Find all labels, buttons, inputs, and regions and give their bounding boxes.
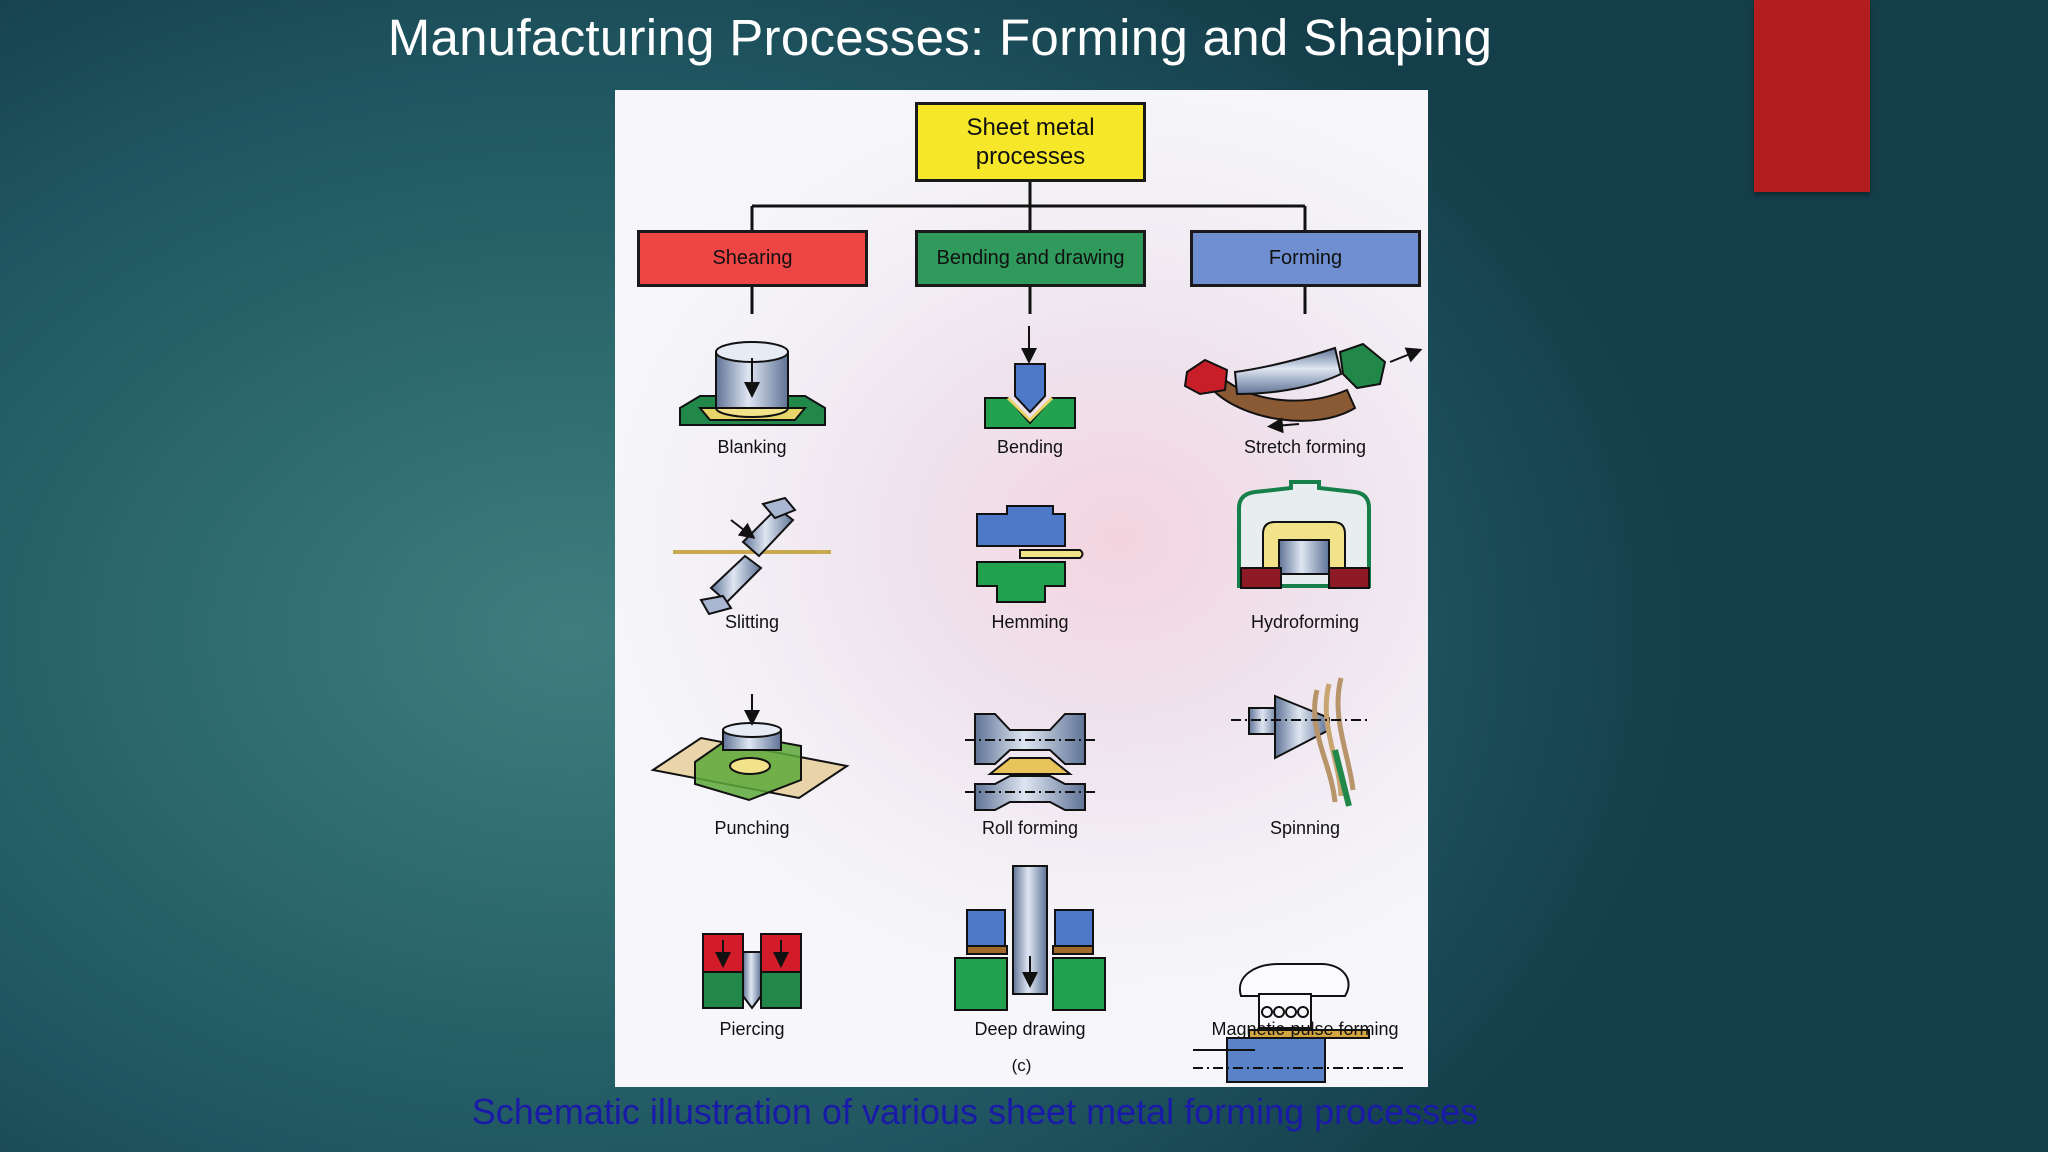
root-node-box: Sheet metal processes <box>915 102 1146 182</box>
magnetic-pulse-forming-illustration <box>1193 963 1405 1083</box>
process-label-piercing: Piercing <box>719 1019 785 1039</box>
process-label-hemming: Hemming <box>991 612 1069 632</box>
category-bending-drawing-box: Bending and drawing <box>915 230 1146 287</box>
slide-caption: Schematic illustration of various sheet … <box>471 1091 1479 1132</box>
hemming-illustration <box>976 505 1084 603</box>
figure-label: (c) <box>1011 1056 1032 1075</box>
slitting-illustration <box>673 496 831 616</box>
spinning-illustration <box>1231 677 1371 807</box>
roll-forming-illustration <box>965 713 1095 811</box>
process-label-roll-forming: Roll forming <box>981 818 1079 838</box>
punching-illustration <box>650 694 850 802</box>
process-label-bending: Bending <box>996 437 1064 457</box>
diagram-graphics <box>650 182 1423 1083</box>
bending-illustration <box>984 326 1076 429</box>
stretch-forming-illustration <box>1183 342 1423 434</box>
tree-connectors <box>750 182 1307 314</box>
hydroforming-illustration <box>1237 480 1371 589</box>
blanking-illustration <box>679 341 826 426</box>
process-label-blanking: Blanking <box>717 437 787 457</box>
red-accent-bar <box>1754 0 1870 192</box>
process-label-punching: Punching <box>714 818 790 838</box>
piercing-illustration <box>702 933 802 1010</box>
process-label-spinning: Spinning <box>1269 818 1341 838</box>
diagram-figure: Sheet metal processes Shearing Bending a… <box>615 90 1428 1087</box>
slide-title: Manufacturing Processes: Forming and Sha… <box>387 9 1493 66</box>
category-forming-box: Forming <box>1190 230 1421 287</box>
process-label-hydroforming: Hydroforming <box>1250 612 1360 632</box>
deep-drawing-illustration <box>954 865 1106 1011</box>
process-label-magnetic-pulse-forming: Magnetic-pulse forming <box>1211 1019 1399 1039</box>
process-label-stretch-forming: Stretch forming <box>1243 437 1367 457</box>
process-label-slitting: Slitting <box>724 612 780 632</box>
process-label-deep-drawing: Deep drawing <box>974 1019 1086 1039</box>
category-shearing-box: Shearing <box>637 230 868 287</box>
